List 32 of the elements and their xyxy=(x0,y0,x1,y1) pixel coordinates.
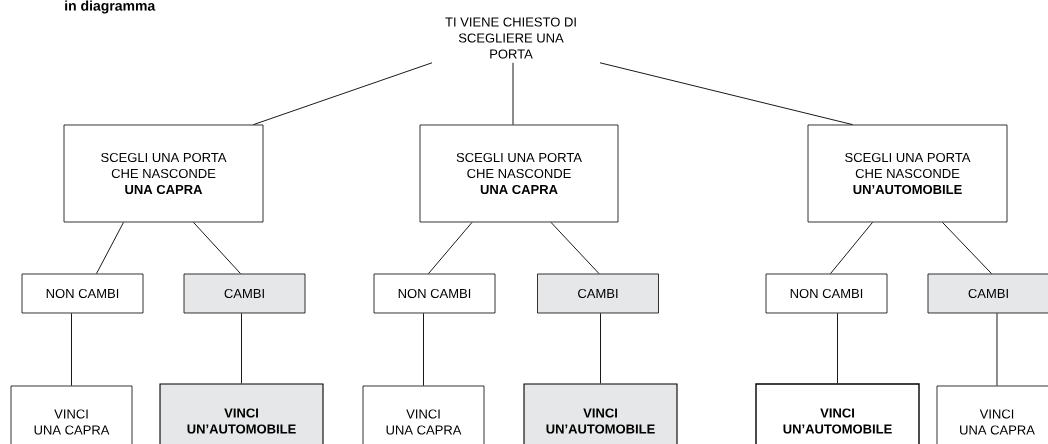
choice-box: VINCI UNA CAPRA xyxy=(10,385,133,444)
switch-box: CAMBI xyxy=(927,273,1048,314)
choice-box: VINCI UNA CAPRA xyxy=(936,385,1048,444)
choice-box: SCEGLI UNA PORTA CHE NASCONDE UNA CAPRA xyxy=(419,124,619,223)
question-text: TI VIENE CHIESTO DI SCEGLIERE UNA PORTA xyxy=(445,17,576,59)
connector-line xyxy=(428,221,473,275)
diagram-title: in diagramma xyxy=(65,0,156,14)
connector-line xyxy=(253,62,433,126)
connector-line xyxy=(193,221,241,275)
connector-line xyxy=(942,221,992,275)
choice-box: SCEGLI UNA PORTA CHE NASCONDE UN’AUTOMOBILE xyxy=(807,124,1008,223)
choice-box: SCEGLI UNA PORTA CHE NASCONDE UNA CAPRA xyxy=(63,124,264,223)
connector-line xyxy=(71,312,72,387)
choice-box: NON CAMBI xyxy=(21,273,144,314)
connector-line xyxy=(996,312,998,387)
connector-line xyxy=(96,221,124,275)
connector-line xyxy=(837,312,838,384)
switch-box: CAMBI xyxy=(537,273,659,314)
connector-line xyxy=(550,221,600,275)
outcome-box: VINCI UN’AUTOMOBILE xyxy=(755,383,920,444)
connector-line xyxy=(241,312,242,384)
connector-line xyxy=(423,312,424,387)
outcome-box: VINCI UN’AUTOMOBILE xyxy=(523,383,678,444)
choice-box: NON CAMBI xyxy=(765,273,888,314)
choice-box: NON CAMBI xyxy=(373,273,496,314)
choice-box: VINCI UNA CAPRA xyxy=(362,385,485,444)
connector-line xyxy=(830,221,873,275)
switch-box: CAMBI xyxy=(183,273,306,314)
connector-line xyxy=(512,62,514,126)
outcome-box: VINCI UN’AUTOMOBILE xyxy=(159,383,324,444)
connector-line xyxy=(600,312,601,384)
connector-line xyxy=(599,62,853,126)
